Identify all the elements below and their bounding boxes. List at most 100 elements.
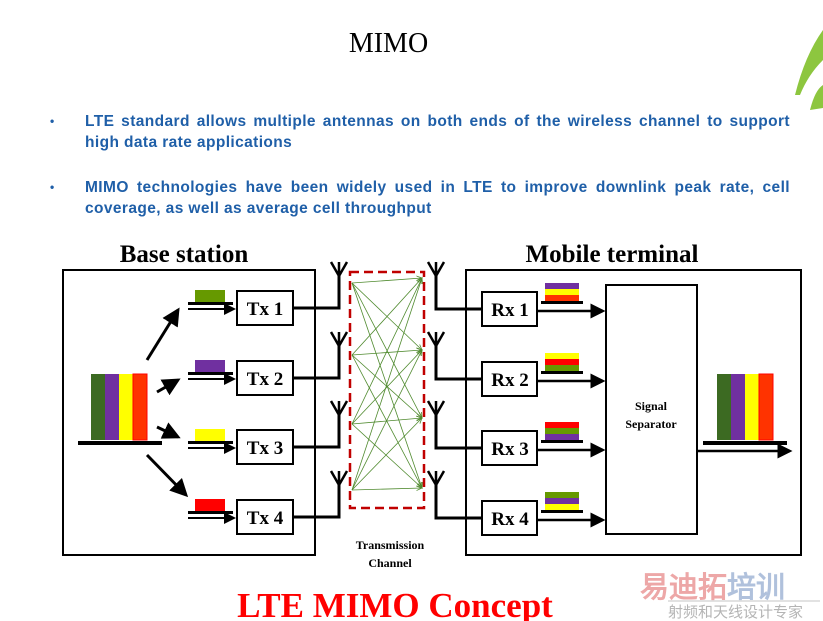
tx-data-block [195, 360, 225, 372]
slide-title: MIMO [348, 28, 429, 59]
bullet-dot: • [50, 180, 55, 194]
channel-path-arrow [351, 278, 422, 356]
rx-feed-line [434, 346, 482, 381]
channel-label-1: Transmission [356, 538, 425, 552]
rx-data-block [545, 359, 579, 365]
rx-data-block [545, 283, 579, 289]
leaf-decoration [795, 30, 823, 110]
channel-path-arrow [351, 350, 422, 425]
tx-feed-line [293, 485, 341, 519]
output-data-bar [745, 374, 759, 440]
split-arrow [145, 453, 189, 498]
bullet-text: LTE standard allows multiple antennas on… [85, 113, 790, 151]
tx-box [236, 499, 294, 535]
mobile-terminal-label: Mobile terminal [526, 241, 699, 268]
rx-data-block [545, 434, 579, 440]
tx-line [188, 511, 233, 514]
rx-data-block [545, 289, 579, 295]
output-data-bar [731, 374, 745, 440]
channel-path-arrow [351, 423, 422, 488]
watermark-text-a: 易迪拓 [640, 571, 727, 604]
rx-label: Rx 3 [491, 439, 528, 460]
watermark: 易迪拓 培训 射频和天线设计专家 [640, 570, 820, 621]
separator-label-1: Signal [635, 399, 668, 413]
source-data-bar [105, 374, 119, 440]
tx-feed-line [293, 276, 341, 310]
tx-label: Tx 4 [247, 508, 284, 529]
rx-antenna-icon [426, 331, 446, 349]
caption: LTE MIMO Concept [237, 586, 553, 621]
rx-antenna-icon [426, 400, 446, 418]
bullet-text: MIMO technologies have been widely used … [85, 179, 790, 217]
rx-label: Rx 1 [491, 300, 528, 321]
tx-line [188, 372, 233, 375]
tx-data-block [195, 429, 225, 441]
source-data-bar [91, 374, 105, 440]
channel-path-arrow [351, 350, 422, 356]
base-station-label: Base station [120, 241, 249, 268]
tx-label: Tx 2 [247, 369, 283, 390]
bullet-2: • MIMO technologies have been widely use… [50, 177, 790, 219]
rx-data-block [545, 422, 579, 428]
split-arrow [156, 422, 181, 439]
rx-data-block [545, 353, 579, 359]
rx-data-block [545, 492, 579, 498]
rx-line [541, 510, 583, 513]
rx-line [541, 301, 583, 304]
rx-data-block [545, 428, 579, 434]
rx-label: Rx 4 [491, 509, 529, 530]
channel-path-arrow [351, 354, 422, 488]
output-data-bar [717, 374, 731, 440]
rx-line [541, 371, 583, 374]
signal-separator-box [605, 284, 698, 535]
channel-path-arrow [351, 418, 422, 491]
rx-line [541, 440, 583, 443]
tx-antenna-icon [329, 470, 349, 488]
split-arrow [156, 378, 181, 396]
channel-path-arrow [351, 418, 422, 425]
separator-label-2: Separator [625, 417, 677, 431]
rx-box [481, 500, 538, 536]
tx-data-block [195, 290, 225, 302]
rx-data-block [545, 295, 579, 301]
rx-box [481, 291, 538, 327]
channel-path-arrow [351, 282, 422, 488]
tx-antenna-icon [329, 400, 349, 418]
tx-data-block [195, 499, 225, 511]
source-baseline [78, 441, 162, 445]
channel-path-arrow [351, 278, 422, 491]
output-baseline [703, 441, 787, 445]
channel-path-arrow [351, 278, 422, 284]
tx-box [236, 429, 294, 465]
tx-antenna-icon [329, 331, 349, 349]
source-data-bar [132, 373, 148, 441]
rx-data-block [545, 498, 579, 504]
tx-antenna-icon [329, 261, 349, 279]
channel-path-arrow [351, 488, 422, 490]
rx-antenna-icon [426, 261, 446, 279]
watermark-text-b: 培训 [727, 570, 785, 604]
split-arrow [145, 307, 180, 361]
tx-box [236, 360, 294, 396]
tx-feed-line [293, 415, 341, 449]
rx-antenna-icon [426, 470, 446, 488]
transmission-channel-box [348, 270, 426, 510]
bullet-1: • LTE standard allows multiple antennas … [50, 111, 790, 153]
channel-path-arrow [351, 278, 422, 425]
rx-box [481, 361, 538, 397]
channel-path-arrow [351, 350, 422, 491]
rx-data-block [545, 504, 579, 510]
rx-label: Rx 2 [491, 370, 528, 391]
rx-data-block [545, 365, 579, 371]
tx-line [188, 302, 233, 305]
bullet-dot: • [50, 114, 55, 128]
tx-feed-line [293, 346, 341, 380]
tx-label: Tx 1 [247, 299, 283, 320]
base-station-box [62, 269, 316, 556]
rx-feed-line [434, 415, 482, 450]
watermark-subtitle: 射频和天线设计专家 [668, 604, 803, 621]
output-data-bar [758, 373, 774, 441]
